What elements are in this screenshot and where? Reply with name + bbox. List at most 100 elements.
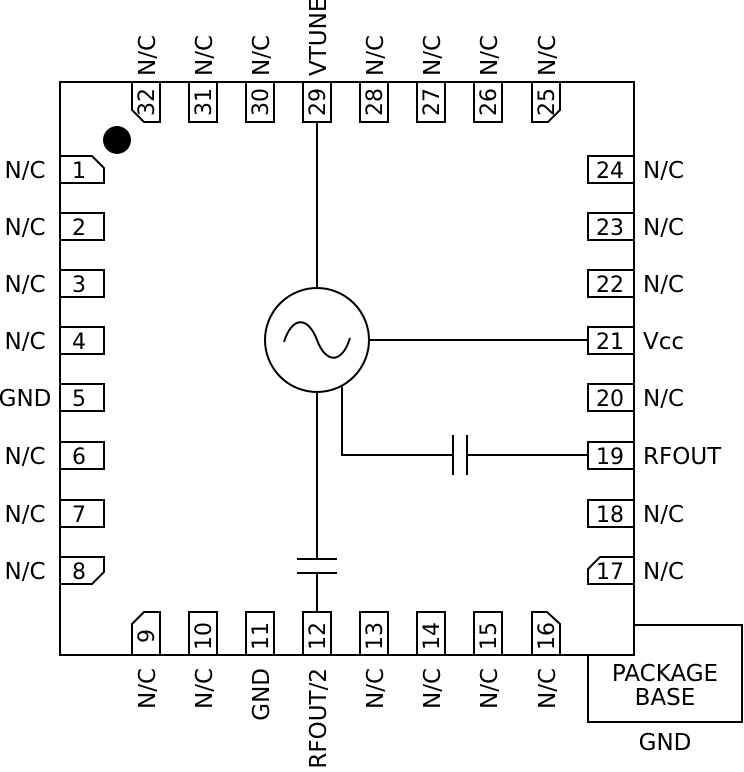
pin-31-number: 31 bbox=[192, 88, 217, 116]
internal-schematic bbox=[264, 122, 588, 612]
pin-15-pad bbox=[473, 611, 503, 656]
rfout-trace bbox=[341, 386, 453, 456]
pin-11-number: 11 bbox=[249, 622, 274, 650]
pin-24-pad bbox=[587, 155, 635, 184]
package-base-label-line2: BASE bbox=[635, 685, 696, 711]
pin-12-number: 12 bbox=[306, 622, 331, 650]
pin-8-label: N/C bbox=[4, 559, 45, 585]
pin-13-number: 13 bbox=[363, 622, 388, 650]
pin-26-label: N/C bbox=[477, 35, 503, 76]
pin-23-pad bbox=[587, 212, 635, 241]
pin-4-number: 4 bbox=[72, 330, 86, 355]
chip-body bbox=[59, 81, 635, 656]
pin-17-pad bbox=[587, 556, 635, 585]
pin-1-pad bbox=[59, 155, 105, 184]
pin-21-label: Vcc bbox=[643, 329, 684, 355]
pin-26-number: 26 bbox=[477, 88, 502, 116]
pin-8-pad bbox=[59, 556, 105, 585]
pin-1-number: 1 bbox=[72, 159, 86, 184]
pin-27-number: 27 bbox=[420, 88, 445, 116]
pin-14-label: N/C bbox=[420, 668, 446, 709]
pin-15-label: N/C bbox=[477, 668, 503, 709]
pin-13-pad bbox=[359, 611, 389, 656]
pin-7-number: 7 bbox=[72, 503, 86, 528]
pin-16-label: N/C bbox=[535, 668, 561, 709]
pin-30-pad bbox=[245, 81, 275, 123]
pin-25-pad bbox=[531, 81, 561, 123]
pin-11-label: GND bbox=[249, 668, 275, 721]
pin-31-pad bbox=[188, 81, 218, 123]
pin-15-number: 15 bbox=[477, 622, 502, 650]
package-base-label-line1: PACKAGE bbox=[612, 661, 718, 687]
pin-1-label: N/C bbox=[4, 158, 45, 184]
pin-31-label: N/C bbox=[192, 35, 218, 76]
pin-11-pad bbox=[245, 611, 275, 656]
pin-22-pad bbox=[587, 269, 635, 298]
pin1-indicator-dot bbox=[103, 126, 131, 154]
pin-21-number: 21 bbox=[596, 330, 624, 355]
pin-3-label: N/C bbox=[4, 272, 45, 298]
pin-17-label: N/C bbox=[643, 559, 684, 585]
pin-3-number: 3 bbox=[72, 273, 86, 298]
pin-16-number: 16 bbox=[535, 622, 560, 650]
pin-5-label: GND bbox=[0, 386, 51, 412]
pin-6-number: 6 bbox=[72, 445, 86, 470]
pin-14-pad bbox=[416, 611, 446, 656]
pin-32-label: N/C bbox=[135, 35, 161, 76]
pin-18-label: N/C bbox=[643, 502, 684, 528]
pin-19-number: 19 bbox=[596, 445, 624, 470]
pin-2-pad bbox=[59, 212, 105, 241]
pin-12-pad bbox=[302, 611, 332, 656]
pin-18-number: 18 bbox=[596, 503, 624, 528]
pin-7-pad bbox=[59, 499, 105, 528]
pin-23-label: N/C bbox=[643, 215, 684, 241]
pin-12-label: RFOUT/2 bbox=[306, 668, 332, 769]
pin-17-number: 17 bbox=[596, 560, 624, 585]
pin-14-number: 14 bbox=[420, 622, 445, 650]
pin-27-pad bbox=[416, 81, 446, 123]
pin-28-label: N/C bbox=[363, 35, 389, 76]
pin-4-pad bbox=[59, 326, 105, 355]
pin-3-pad bbox=[59, 269, 105, 298]
pin-10-label: N/C bbox=[192, 668, 218, 709]
pin-28-number: 28 bbox=[363, 88, 388, 116]
pin-22-label: N/C bbox=[643, 272, 684, 298]
pin-5-number: 5 bbox=[72, 387, 86, 412]
package-base-ground-label: GND bbox=[639, 730, 692, 756]
pin-2-label: N/C bbox=[4, 215, 45, 241]
pin-19-label: RFOUT bbox=[643, 444, 722, 470]
pin-30-label: N/C bbox=[249, 35, 275, 76]
pin-6-pad bbox=[59, 441, 105, 470]
pin-32-number: 32 bbox=[135, 88, 160, 116]
sine-wave-icon bbox=[283, 321, 351, 359]
pin-20-label: N/C bbox=[643, 386, 684, 412]
pin-5-pad bbox=[59, 383, 105, 412]
pin-29-label: VTUNE bbox=[306, 0, 332, 76]
pin-22-number: 22 bbox=[596, 273, 624, 298]
pin-6-label: N/C bbox=[4, 444, 45, 470]
pin-2-number: 2 bbox=[72, 216, 86, 241]
pin-23-number: 23 bbox=[596, 216, 624, 241]
pin-9-number: 9 bbox=[135, 629, 160, 643]
pin-27-label: N/C bbox=[420, 35, 446, 76]
pin-4-label: N/C bbox=[4, 329, 45, 355]
pin-18-pad bbox=[587, 499, 635, 528]
pin-21-pad bbox=[587, 326, 635, 355]
pin-26-pad bbox=[473, 81, 503, 123]
pin-10-number: 10 bbox=[192, 622, 217, 650]
pin-13-label: N/C bbox=[363, 668, 389, 709]
pin-19-pad bbox=[587, 441, 635, 470]
pin-30-number: 30 bbox=[249, 88, 274, 116]
pin-29-pad bbox=[302, 81, 332, 123]
pin-16-pad bbox=[531, 611, 561, 656]
pin-24-number: 24 bbox=[596, 159, 624, 184]
pin-9-pad bbox=[131, 611, 161, 656]
pin-29-number: 29 bbox=[306, 88, 331, 116]
pin-24-label: N/C bbox=[643, 158, 684, 184]
pin-8-number: 8 bbox=[72, 560, 86, 585]
pin-28-pad bbox=[359, 81, 389, 123]
pin-25-number: 25 bbox=[535, 88, 560, 116]
pin-32-pad bbox=[131, 81, 161, 123]
